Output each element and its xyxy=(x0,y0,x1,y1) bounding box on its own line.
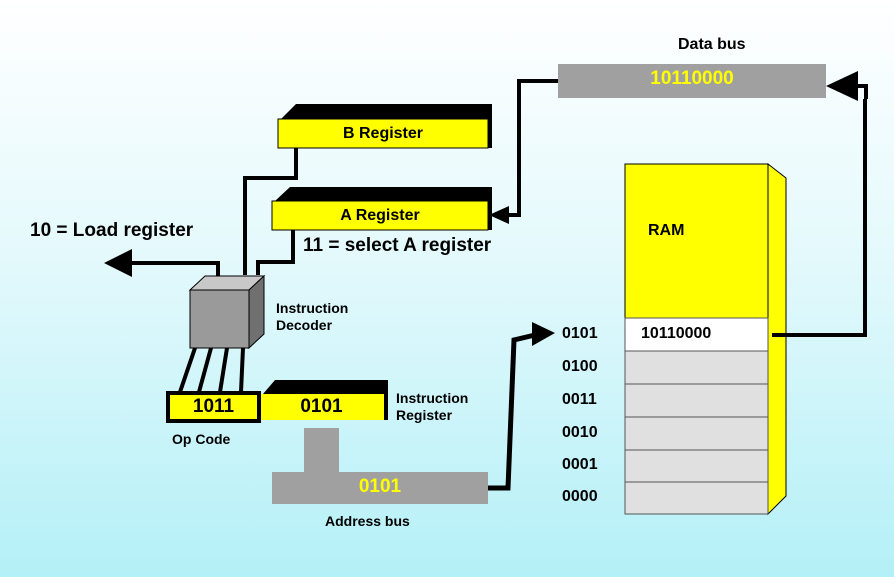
a-register-arrowhead xyxy=(489,206,509,224)
decoder-label-1: Instruction xyxy=(276,300,349,316)
wire-databus-right xyxy=(858,84,868,99)
address-bus-bar xyxy=(272,472,488,504)
b-register-top xyxy=(281,104,492,119)
opcode-value: 1011 xyxy=(192,396,235,417)
ram-cell xyxy=(624,383,769,418)
ram-address: 0010 xyxy=(562,424,598,441)
a-register-label: A Register xyxy=(340,207,420,224)
decoder-label-2: Decoder xyxy=(276,317,333,333)
ram-address: 0011 xyxy=(562,391,597,408)
wire-to-b-register xyxy=(243,148,298,275)
decoder-wire-2 xyxy=(197,347,213,393)
op-code-label: Op Code xyxy=(172,431,231,447)
instr-register-side xyxy=(384,380,388,420)
instr-register-label-2: Register xyxy=(396,407,453,423)
address-bus-label: Address bus xyxy=(325,513,410,529)
operand-value: 0101 xyxy=(300,396,343,417)
databus-arrowhead xyxy=(826,71,858,101)
ram-cell xyxy=(624,481,769,515)
ram-cell xyxy=(624,416,769,451)
wire-ram-to-databus xyxy=(772,99,867,337)
wire-address-to-ram xyxy=(488,332,536,491)
b-register-label: B Register xyxy=(342,125,424,142)
wire-to-a-register xyxy=(256,230,295,275)
ram-cell xyxy=(624,449,769,483)
load-register-label: 10 = Load register xyxy=(30,220,194,241)
ram-address: 0100 xyxy=(562,358,598,375)
data-bus-bar xyxy=(558,64,826,98)
decoder-wire-3 xyxy=(218,347,229,393)
address-bus-value: 0101 xyxy=(358,476,402,497)
a-register-box xyxy=(271,200,489,231)
ram-top-area xyxy=(624,163,769,319)
decoder-wire-4 xyxy=(239,347,245,393)
instr-register-label-1: Instruction xyxy=(396,390,469,406)
a-register-side xyxy=(488,187,492,230)
ram-side xyxy=(767,162,787,516)
ram-label: RAM xyxy=(648,222,685,239)
instr-register-top xyxy=(263,380,384,394)
b-register-side xyxy=(488,104,492,148)
ram-cell xyxy=(624,350,769,385)
data-bus-label: Data bus xyxy=(678,36,746,53)
b-register-box xyxy=(277,118,489,149)
ram-value-selected: 10110000 xyxy=(641,325,712,342)
wire-databus-to-a xyxy=(505,79,558,217)
load-register-arrowhead xyxy=(104,249,132,277)
ram-address: 0000 xyxy=(562,488,598,505)
decoder-front xyxy=(189,289,250,349)
instr-register-box xyxy=(168,394,384,420)
address-bus-stem xyxy=(304,428,339,475)
data-bus-value: 10110000 xyxy=(650,68,734,89)
ram-address-arrowhead xyxy=(532,322,555,346)
decoder-wire-1 xyxy=(178,347,197,393)
opcode-frame xyxy=(166,391,261,423)
ram-address: 0001 xyxy=(562,456,598,473)
ram-cell-selected xyxy=(624,317,769,352)
ram-address-selected: 0101 xyxy=(562,325,598,342)
a-register-top xyxy=(275,187,492,201)
select-a-label: 11 = select A register xyxy=(303,235,492,256)
